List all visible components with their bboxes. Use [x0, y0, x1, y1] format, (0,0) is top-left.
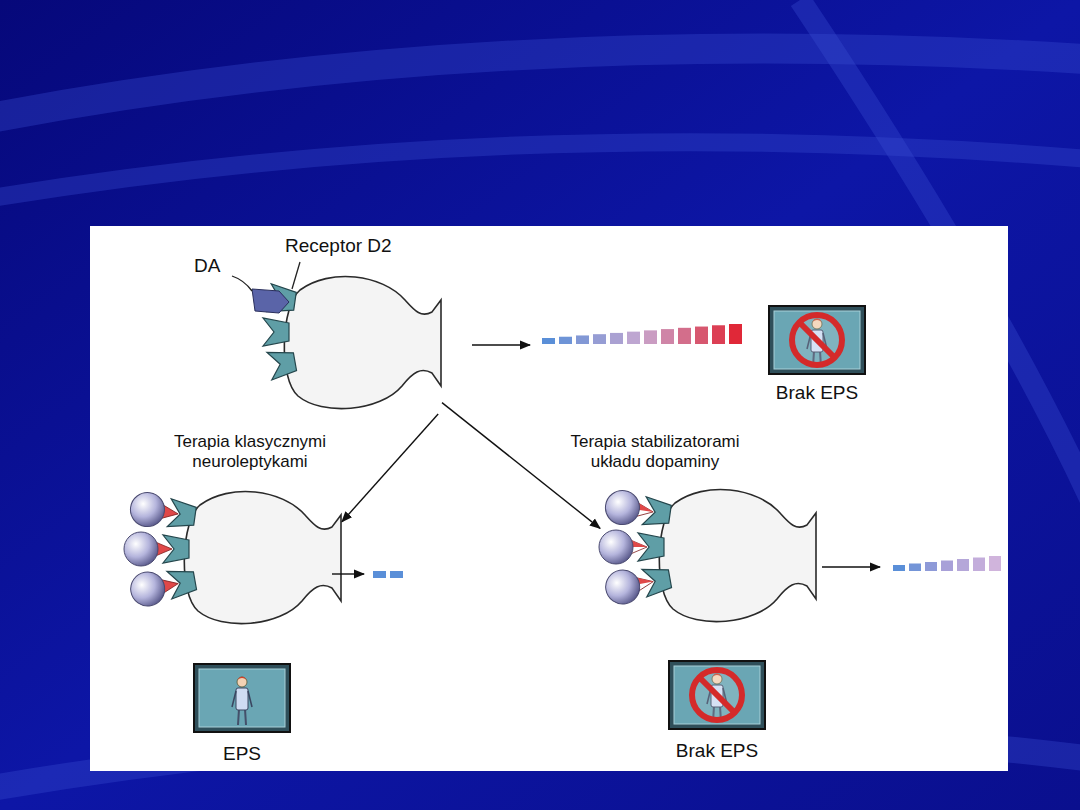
signal-bar — [729, 324, 742, 344]
icon-frame — [768, 305, 866, 375]
outcome-label: Brak EPS — [676, 740, 758, 763]
signal-bar — [661, 329, 674, 344]
neuron-classic — [124, 490, 341, 623]
figure-panel — [90, 226, 1008, 771]
signal-bar — [695, 327, 708, 344]
output-arrow — [332, 345, 880, 574]
signal-bar — [941, 561, 953, 572]
signal-bar — [893, 565, 905, 571]
neuron-node: Terapia klasycznymi neuroleptykami — [125, 492, 342, 627]
signal-bar — [542, 338, 555, 344]
icon-frame — [193, 663, 291, 733]
neuron-top — [232, 262, 441, 409]
signal-bar — [373, 571, 386, 578]
signal-bar — [973, 558, 985, 572]
patient-icon-box: EPS — [193, 663, 291, 733]
signal-bar — [627, 332, 640, 344]
signal-bar — [610, 333, 623, 344]
outcome-label: EPS — [223, 743, 261, 766]
prohibition-sign — [792, 315, 842, 365]
neuron-node: Receptor D2DA — [250, 272, 442, 414]
signal-bar — [593, 334, 606, 344]
signal-bar — [712, 325, 725, 344]
icon-frame — [668, 660, 766, 730]
person-icon — [232, 677, 252, 726]
signal-bar — [644, 330, 657, 344]
signal-bar — [909, 564, 921, 572]
patient-icon-box: Brak EPS — [768, 305, 866, 375]
signal-bar — [390, 571, 403, 578]
signal-bar — [678, 328, 691, 344]
neuron-node: Terapia stabilizatorami układu dopaminy — [600, 490, 815, 627]
signal-bar — [957, 559, 969, 571]
background-streaks — [0, 0, 1080, 790]
outcome-label: Brak EPS — [776, 382, 858, 405]
flow-arrow — [442, 403, 600, 529]
signal-bar — [925, 562, 937, 571]
signal-bar — [559, 337, 572, 344]
signal-bar — [989, 556, 1001, 571]
neuron-stabilizer — [599, 488, 816, 621]
receptor-label: Receptor D2 — [285, 235, 392, 258]
therapy-heading: Terapia klasycznymi neuroleptykami — [150, 432, 350, 473]
signal-bars — [373, 324, 1001, 578]
therapy-heading: Terapia stabilizatorami układu dopaminy — [550, 432, 760, 473]
patient-icon-box: Brak EPS — [668, 660, 766, 730]
signal-bar — [576, 335, 589, 344]
flow-arrow — [342, 414, 438, 522]
ligand-label: DA — [194, 255, 220, 278]
prohibition-sign — [692, 670, 742, 720]
